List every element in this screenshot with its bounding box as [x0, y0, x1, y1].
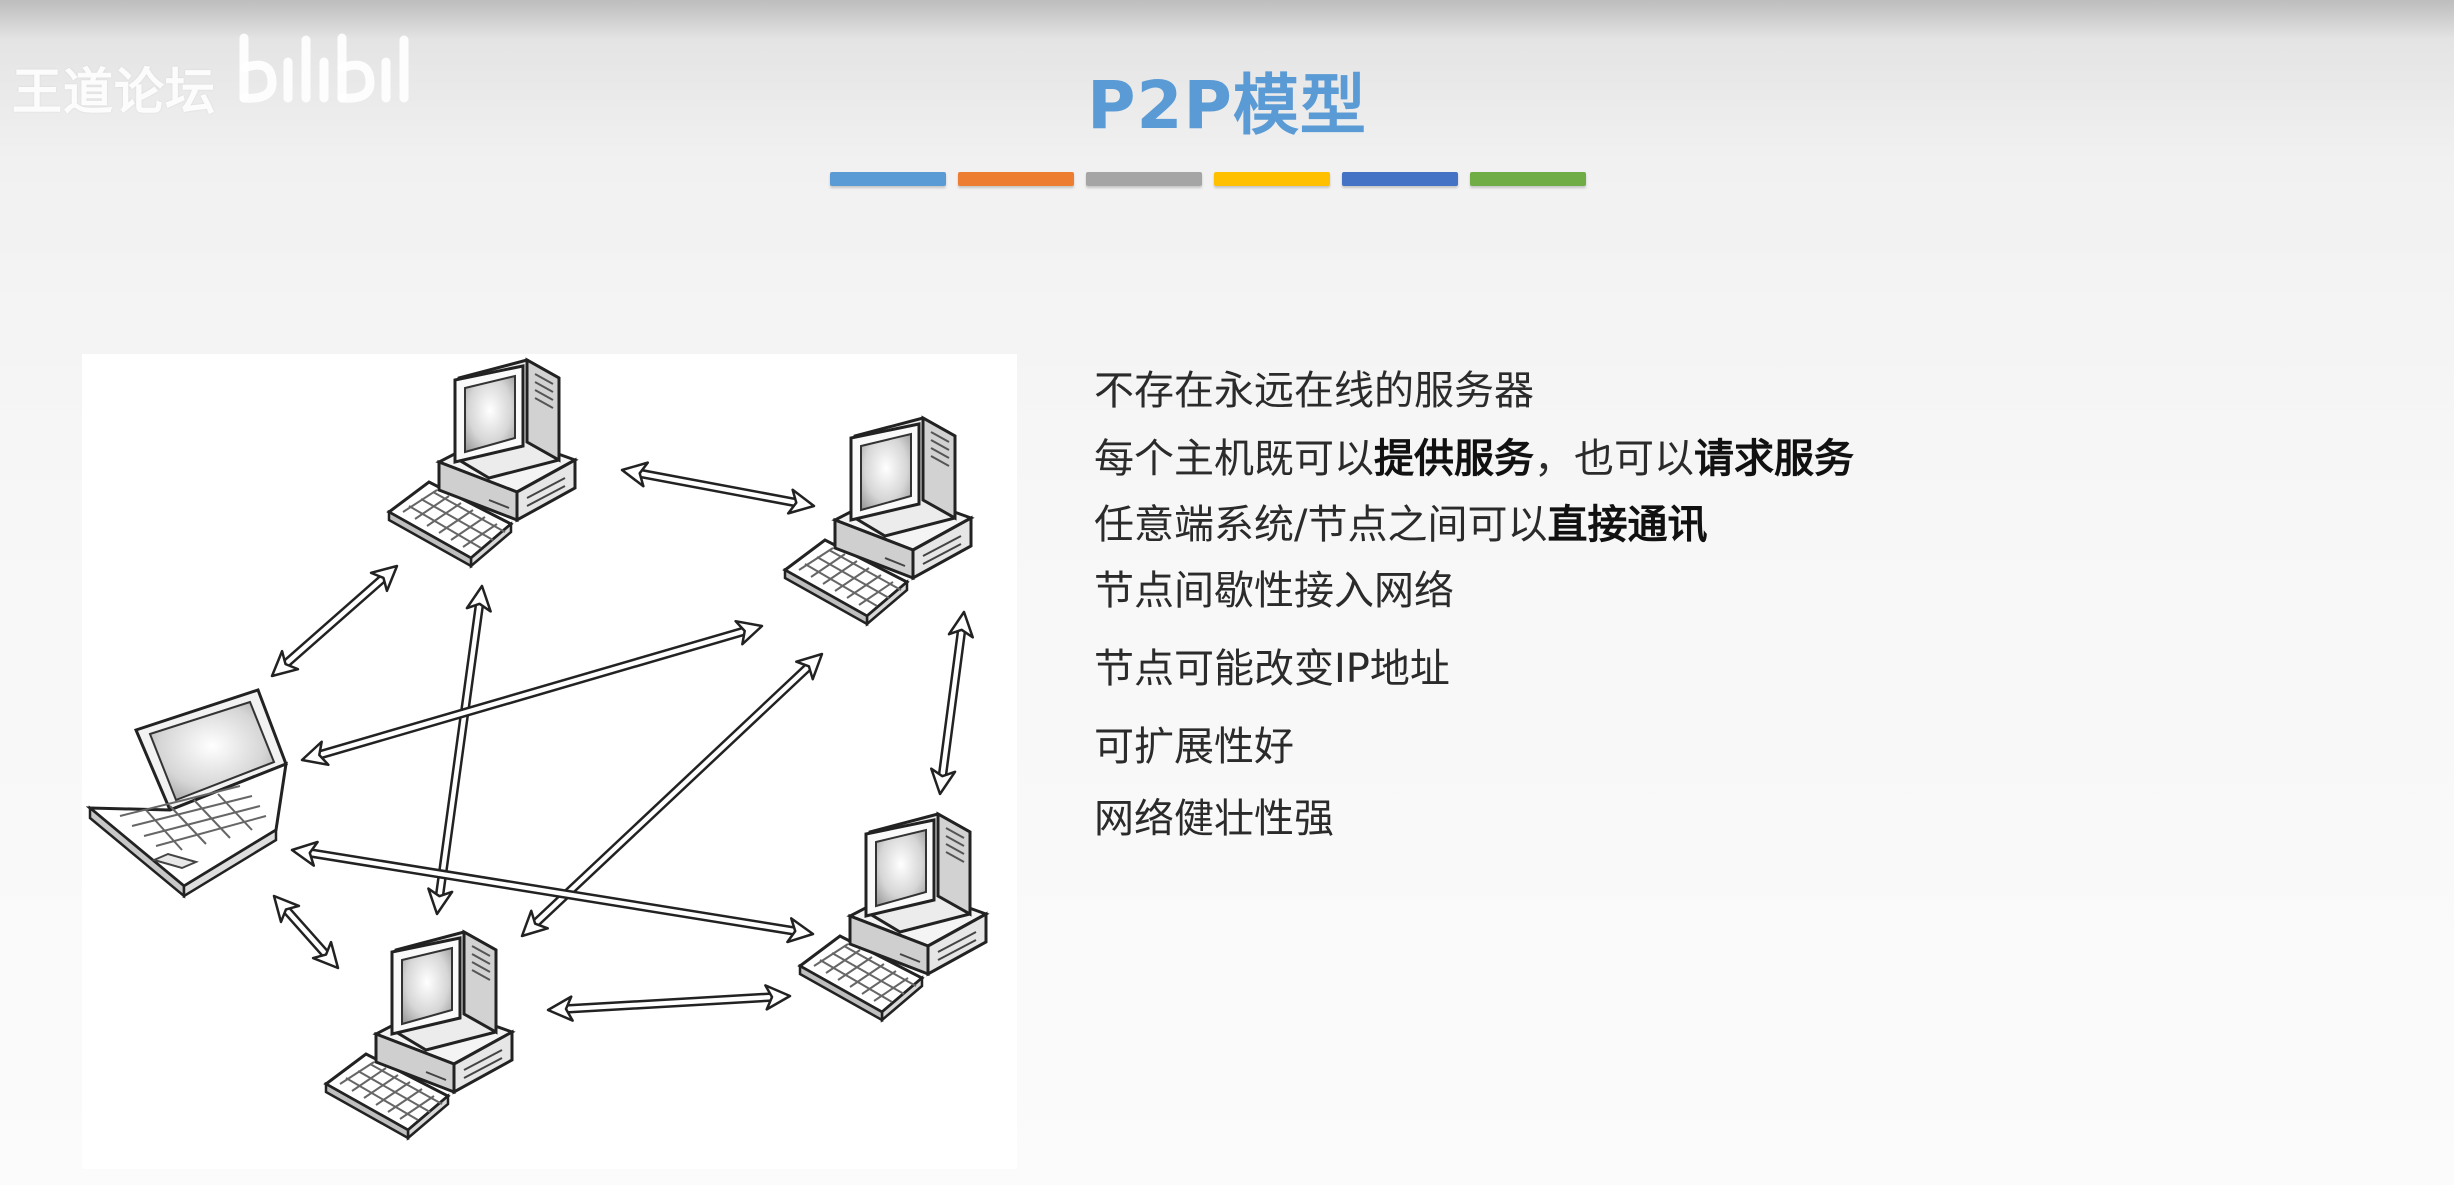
p2p-diagram-svg [82, 354, 1017, 1169]
desktop-computer-icon [326, 932, 512, 1138]
desktop-computer-icon [800, 814, 986, 1020]
list-item: 节点间歇性接入网络 [1094, 558, 1454, 616]
desktop-computer-icon [785, 418, 971, 624]
page-title: P2P模型 [0, 52, 2454, 148]
text-phrase: 任意端系统/节点之间可以 [1094, 502, 1547, 548]
double-arrow-icon [514, 645, 830, 944]
p2p-network-diagram [82, 354, 1017, 1169]
accent-segment [1342, 172, 1458, 186]
accent-segment [958, 172, 1074, 186]
desktop-computer-icon [389, 360, 575, 566]
accent-segment [1214, 172, 1330, 186]
list-item: 每个主机既可以提供服务，也可以请求服务 [1094, 426, 1854, 484]
double-arrow-icon [928, 610, 976, 795]
double-arrow-icon [290, 838, 815, 946]
list-item: 不存在永远在线的服务器 [1094, 358, 1534, 416]
double-arrow-icon [299, 614, 766, 771]
text-phrase: 可扩展性好 [1094, 724, 1294, 770]
double-arrow-icon [547, 984, 790, 1022]
double-arrow-icon [265, 888, 347, 976]
bold-phrase: 请求服务 [1694, 436, 1854, 482]
text-phrase: ，也可以 [1534, 436, 1694, 482]
double-arrow-icon [620, 458, 816, 518]
bold-phrase: 直接通讯 [1547, 502, 1707, 548]
text-phrase: 节点间歇性接入网络 [1094, 568, 1454, 614]
list-item: 可扩展性好 [1094, 714, 1294, 772]
bold-phrase: 提供服务 [1374, 436, 1534, 482]
accent-segment [830, 172, 946, 186]
title-accent-bar [830, 172, 1586, 186]
text-phrase: 节点可能改变IP地址 [1094, 646, 1450, 692]
double-arrow-icon [425, 584, 494, 915]
list-item: 网络健壮性强 [1094, 786, 1334, 844]
double-arrow-icon [264, 557, 405, 685]
text-phrase: 每个主机既可以 [1094, 436, 1374, 482]
list-item: 节点可能改变IP地址 [1094, 636, 1450, 694]
text-phrase: 网络健壮性强 [1094, 796, 1334, 842]
text-phrase: 不存在永远在线的服务器 [1094, 368, 1534, 414]
list-item: 任意端系统/节点之间可以直接通讯 [1094, 492, 1707, 550]
accent-segment [1086, 172, 1202, 186]
laptop-icon [90, 690, 286, 896]
accent-segment [1470, 172, 1586, 186]
